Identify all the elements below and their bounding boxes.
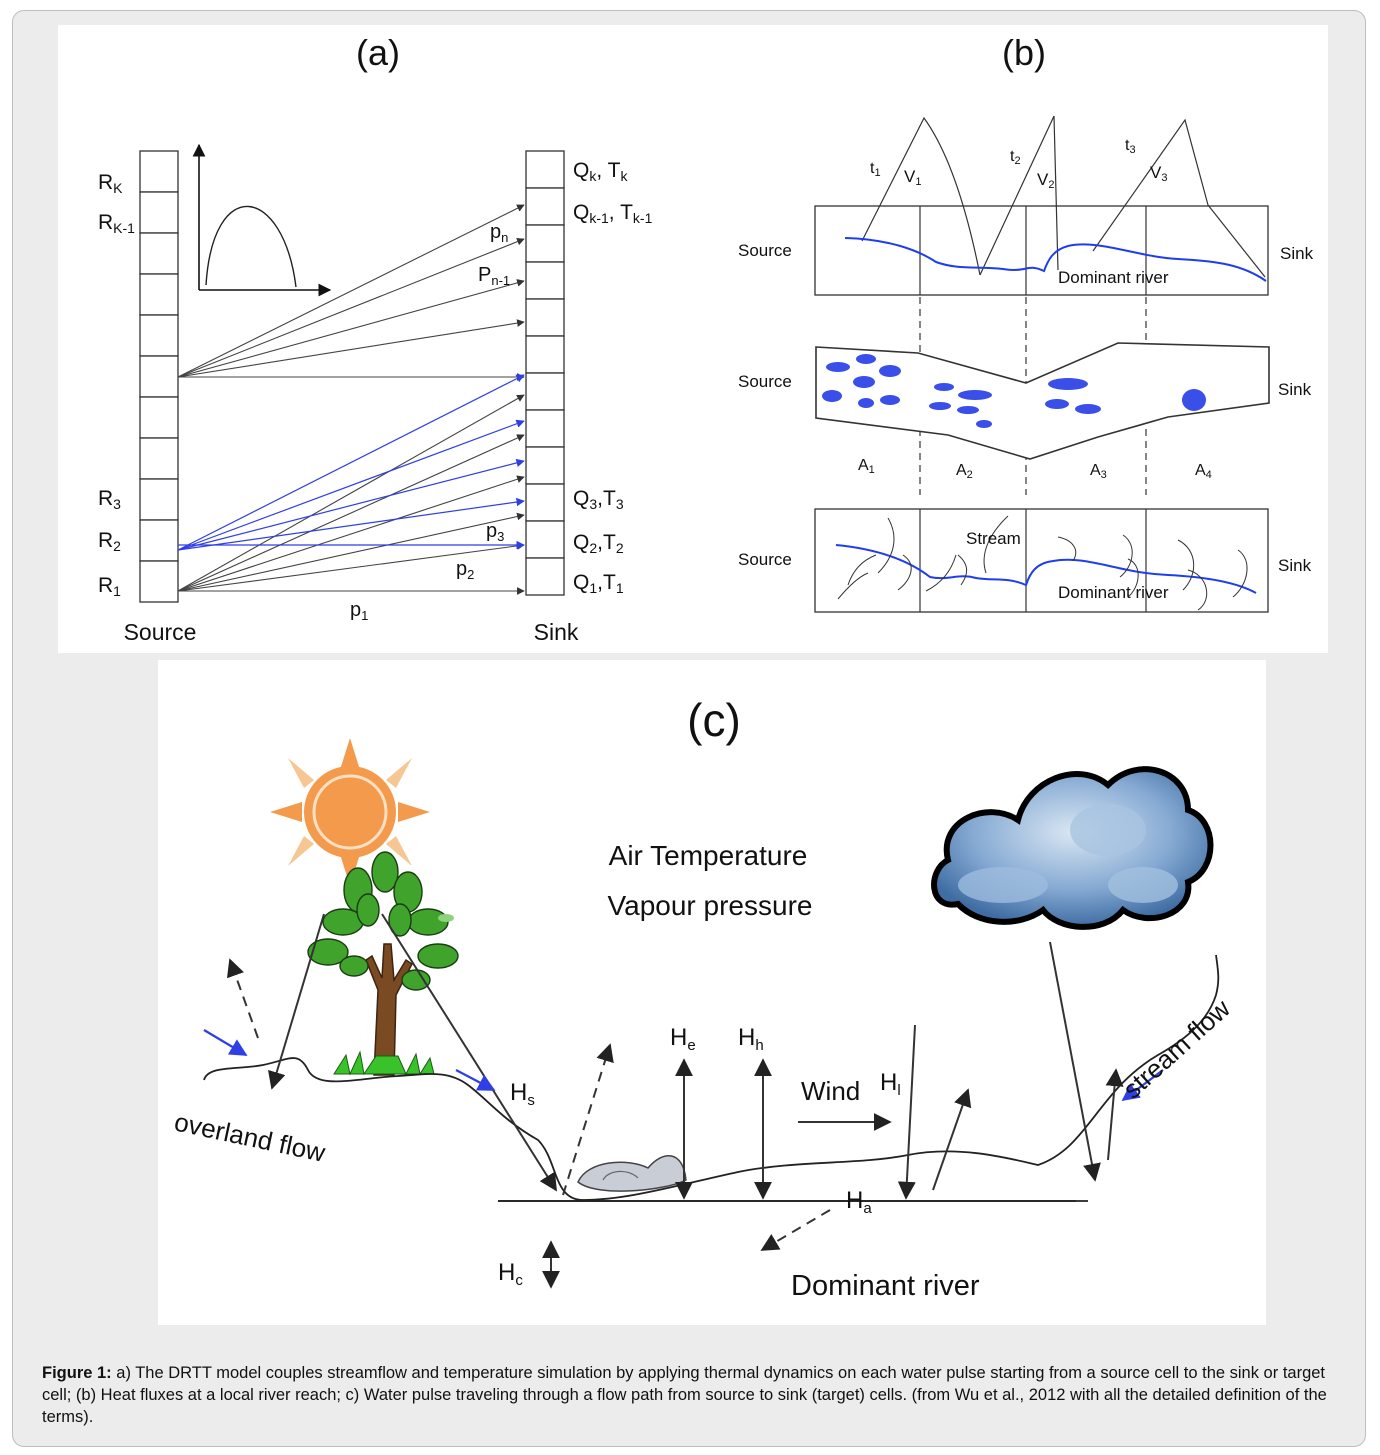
- svg-text:Pn-1: Pn-1: [478, 264, 510, 288]
- svg-text:R3: R3: [98, 487, 121, 512]
- svg-text:Sink: Sink: [1280, 244, 1314, 263]
- svg-text:Qk-1, Tk-1: Qk-1, Tk-1: [573, 201, 653, 226]
- vapour-pressure-label: Vapour pressure: [608, 890, 813, 921]
- svg-text:V1: V1: [904, 167, 921, 188]
- source-label: Source: [124, 619, 197, 645]
- wind-label: Wind: [801, 1076, 860, 1106]
- svg-text:Ha: Ha: [846, 1187, 872, 1217]
- hs-label: H: [510, 1079, 527, 1106]
- panel-c-svg: (c): [172, 694, 1236, 1302]
- svg-text:Source: Source: [738, 372, 792, 391]
- reach-row-volumes: t1 V1 t2 V2 t3 V3 Dominant river Source …: [738, 115, 1314, 296]
- panel-a-label: (a): [356, 32, 400, 73]
- reach-row-areas: Source Sink A1 A2 A3 A4: [738, 342, 1312, 481]
- hh-label: H: [738, 1024, 755, 1051]
- svg-text:Sink: Sink: [1278, 380, 1312, 399]
- svg-text:He: He: [670, 1024, 696, 1054]
- figure-caption: Figure 1: a) The DRTT model couples stre…: [42, 1362, 1332, 1428]
- sink-label: Sink: [534, 619, 579, 645]
- svg-text:R2: R2: [98, 529, 121, 554]
- svg-text:V2: V2: [1037, 170, 1054, 191]
- svg-text:A4: A4: [1195, 462, 1212, 481]
- svg-text:R1: R1: [98, 574, 121, 599]
- r3-label: R: [98, 487, 113, 510]
- source-column: [139, 150, 179, 603]
- p-labels: pn Pn-1 p3 p2 p1: [350, 221, 510, 623]
- svg-text:Hl: Hl: [880, 1069, 901, 1099]
- r2-label: R: [98, 529, 113, 552]
- ha-label: H: [846, 1187, 863, 1214]
- hl-label: H: [880, 1069, 897, 1096]
- r1-flow-arrows: [177, 394, 525, 595]
- r1-label: R: [98, 574, 113, 597]
- svg-text:Stream: Stream: [966, 529, 1021, 548]
- hc-label: H: [498, 1259, 515, 1286]
- riverbed-rocks-icon: [577, 1154, 687, 1192]
- svg-text:t1: t1: [870, 160, 881, 179]
- pulse-inset-plot: [192, 143, 332, 297]
- svg-text:Q2,T2: Q2,T2: [573, 531, 624, 556]
- panel-ab-svg: (a): [98, 32, 1314, 645]
- valley-profile: [203, 954, 1220, 1202]
- upper-flow-arrows: [177, 204, 525, 381]
- svg-text:A3: A3: [1090, 462, 1107, 481]
- cloud-icon: [931, 766, 1214, 930]
- sun-icon: [270, 738, 430, 886]
- stream-flow-label: stream flow: [1117, 993, 1236, 1104]
- svg-text:p1: p1: [350, 599, 368, 623]
- panel-ab: (a): [58, 25, 1328, 653]
- svg-text:Hc: Hc: [498, 1259, 523, 1289]
- panel-b-label: (b): [1002, 32, 1046, 73]
- svg-text:Dominant river: Dominant river: [1058, 583, 1169, 602]
- sink-column: [525, 150, 565, 596]
- svg-text:t3: t3: [1125, 137, 1136, 156]
- svg-text:A2: A2: [956, 462, 973, 481]
- reach-row-streams: Stream Dominant river Source Sink: [738, 508, 1312, 613]
- r-labels: RK RK-1 R3 R2 R1: [98, 171, 135, 599]
- r2-flow-arrows: [177, 374, 525, 551]
- runoff-blue-arrows: [203, 1029, 1164, 1102]
- svg-text:Dominant river: Dominant river: [1058, 268, 1169, 287]
- svg-text:pn: pn: [490, 221, 508, 245]
- r-k-1-label: R: [98, 211, 113, 234]
- overland-flow-label: overland flow: [172, 1107, 328, 1168]
- caption-text: a) The DRTT model couples streamflow and…: [42, 1364, 1327, 1426]
- caption-bold: Figure 1:: [42, 1364, 112, 1382]
- svg-text:Sink: Sink: [1278, 556, 1312, 575]
- svg-text:Source: Source: [738, 550, 792, 569]
- panel-c: (c): [158, 660, 1266, 1325]
- svg-text:p2: p2: [456, 558, 474, 582]
- he-label: H: [670, 1024, 687, 1051]
- dominant-river-label: Dominant river: [791, 1270, 980, 1302]
- air-temperature-label: Air Temperature: [609, 840, 808, 871]
- q-labels: Qk, Tk Qk-1, Tk-1 Q3,T3 Q2,T2 Q1,T1: [573, 159, 653, 596]
- svg-text:RK-1: RK-1: [98, 211, 135, 236]
- svg-text:Qk, Tk: Qk, Tk: [573, 159, 628, 184]
- panel-c-label: (c): [687, 694, 741, 746]
- svg-text:Source: Source: [738, 241, 792, 260]
- svg-text:RK: RK: [98, 171, 123, 196]
- svg-text:t2: t2: [1010, 148, 1021, 167]
- svg-text:A1: A1: [858, 457, 875, 476]
- tree-icon: [307, 851, 459, 1076]
- svg-text:p3: p3: [486, 520, 504, 544]
- svg-text:Hs: Hs: [510, 1079, 535, 1109]
- svg-text:Q3,T3: Q3,T3: [573, 487, 624, 512]
- svg-text:Q1,T1: Q1,T1: [573, 571, 624, 596]
- radiation-arrows: [227, 913, 1124, 1289]
- svg-text:Hh: Hh: [738, 1024, 764, 1054]
- r-k-label: R: [98, 171, 113, 194]
- svg-text:V3: V3: [1150, 163, 1167, 184]
